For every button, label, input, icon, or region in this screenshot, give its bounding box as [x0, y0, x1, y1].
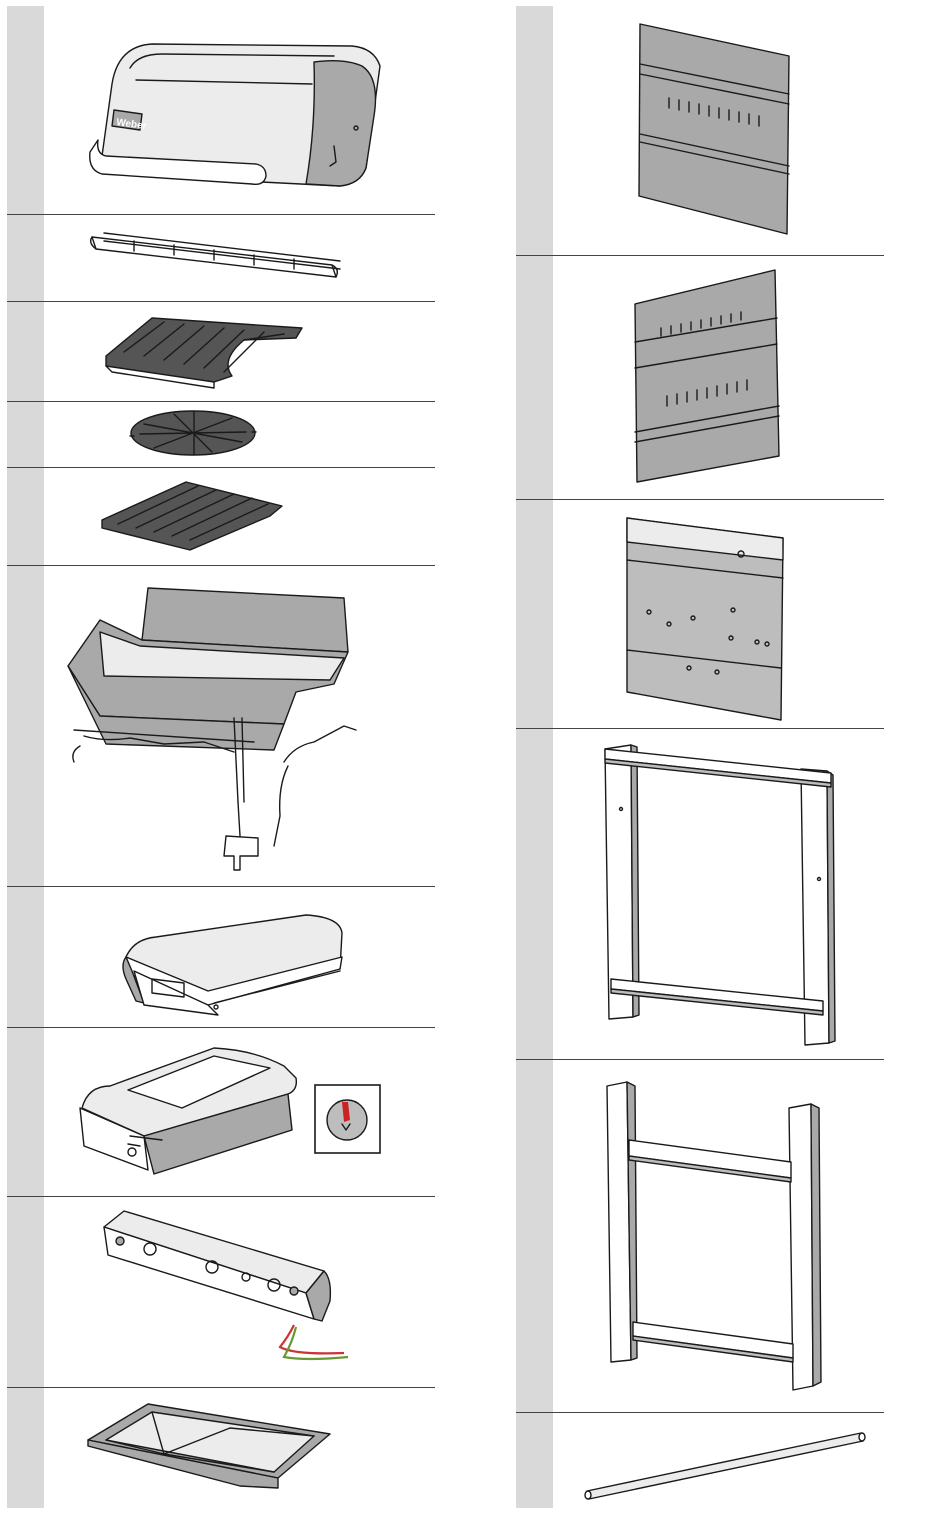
part-row-frame-right	[516, 1060, 884, 1413]
warming-rack-illustration	[44, 215, 435, 301]
part-row-frame-left	[516, 729, 884, 1060]
rear-panel-vented-illustration	[553, 256, 884, 499]
lid-illustration: Weber	[44, 6, 435, 214]
frame-left-illustration	[553, 729, 884, 1059]
frame-right-illustration	[553, 1060, 884, 1412]
part-row-cookbox	[7, 566, 435, 887]
side-burner-illustration	[44, 1028, 435, 1196]
rear-panel-upper-illustration	[553, 6, 884, 255]
part-row-round-grate	[7, 402, 435, 468]
part-row-axle	[516, 1413, 884, 1508]
rear-panel-mounting-illustration	[553, 500, 884, 728]
round-grate-illustration	[44, 402, 435, 467]
cooking-grate-small-illustration	[44, 468, 435, 565]
part-row-warming-rack	[7, 215, 435, 302]
cookbox-illustration	[44, 566, 435, 886]
part-row-control-panel	[7, 1197, 435, 1388]
parts-column-right	[516, 6, 884, 1508]
cooking-grate-cutout-illustration	[44, 302, 435, 401]
part-row-rear-panel-mounting	[516, 500, 884, 729]
control-panel-illustration	[44, 1197, 435, 1387]
part-row-cooking-grate-small	[7, 468, 435, 566]
part-row-lid: Weber	[7, 6, 435, 215]
part-row-cooking-grate-cutout	[7, 302, 435, 402]
parts-column-left: Weber	[7, 6, 435, 1508]
part-row-side-burner	[7, 1028, 435, 1197]
wire-red	[280, 1325, 344, 1353]
part-row-side-table	[7, 887, 435, 1028]
part-row-rear-panel-upper	[516, 6, 884, 256]
part-row-grease-tray	[7, 1388, 435, 1508]
part-row-rear-panel-vented	[516, 256, 884, 500]
grease-tray-illustration	[44, 1388, 435, 1507]
axle-illustration	[553, 1413, 884, 1507]
side-table-illustration	[44, 887, 435, 1027]
